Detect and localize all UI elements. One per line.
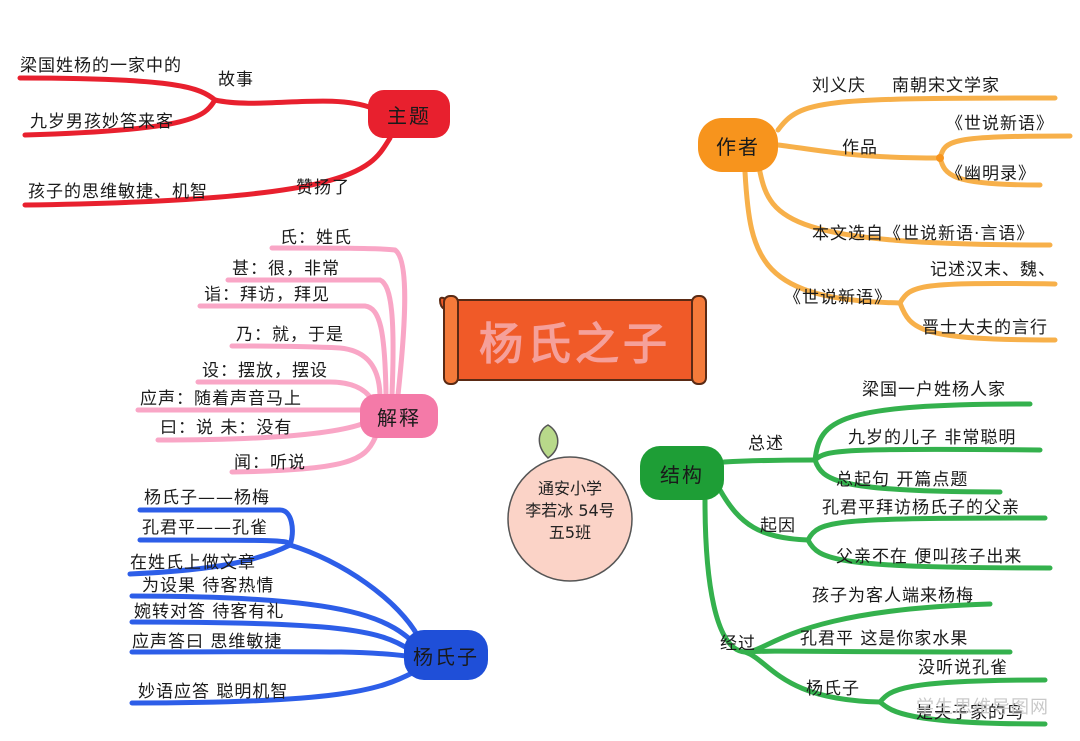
structure-group-label: 起因 <box>760 516 796 536</box>
author-joint-dot <box>936 154 944 162</box>
explain-item: 曰：说 未：没有 <box>160 418 293 438</box>
author-node: 作者 <box>698 118 778 172</box>
author-work-item: 《幽明录》 <box>946 164 1036 184</box>
structure-group-label: 总述 <box>748 434 784 454</box>
explain-item: 闻：听说 <box>234 453 306 473</box>
yang-pair: 孔君平——孔雀 <box>142 518 268 538</box>
class-text: 五5班 <box>548 523 592 542</box>
structure-item: 孩子为客人端来杨梅 <box>812 586 974 606</box>
theme-branch-lines <box>17 75 393 208</box>
theme-sub-praise: 赞扬了 <box>296 178 350 198</box>
author-book-desc: 记述汉末、魏、 <box>930 260 1056 280</box>
structure-item: 总起句 开篇点题 <box>836 470 969 490</box>
theme-story-item: 梁国姓杨的一家中的 <box>20 56 182 76</box>
author-book-label: 《世说新语》 <box>784 288 892 308</box>
explain-item: 甚：很，非常 <box>232 259 340 279</box>
author-branch-lines <box>742 95 1073 343</box>
watermark-text: 学生思维导图网 <box>916 697 1049 718</box>
author-info-note: 通安小学 李若冰 54号 五5班 <box>505 478 635 544</box>
author-works-label: 作品 <box>842 138 878 158</box>
structure-branch-lines <box>702 401 1053 727</box>
yang-trait: 婉转对答 待客有礼 <box>134 602 285 622</box>
explain-item: 设：摆放，摆设 <box>202 361 328 381</box>
page-title: 杨氏之子 <box>479 319 671 370</box>
title-scroll-shape <box>438 295 707 385</box>
author-source: 本文选自《世说新语·言语》 <box>812 224 1035 244</box>
yang-pun: 在姓氏上做文章 <box>130 553 256 573</box>
author-name-desc: 南朝宋文学家 <box>892 76 1000 96</box>
explain-item: 乃：就，于是 <box>236 325 344 345</box>
theme-story-item: 九岁男孩妙答来客 <box>30 112 174 132</box>
theme-praise-item: 孩子的思维敏捷、机智 <box>28 182 208 202</box>
explain-item: 应声：随着声音马上 <box>140 389 302 409</box>
structure-item: 孔君平拜访杨氏子的父亲 <box>822 498 1020 518</box>
structure-item: 父亲不在 便叫孩子出来 <box>836 547 1023 567</box>
yang-node: 杨氏子 <box>404 630 488 680</box>
yang-trait: 妙语应答 聪明机智 <box>138 682 289 702</box>
structure-sub-item: 是夫子家的鸟 <box>916 703 1024 723</box>
school-text: 通安小学 <box>537 479 602 498</box>
structure-item: 孔君平 这是你家水果 <box>800 629 969 649</box>
yang-pair: 杨氏子——杨梅 <box>144 488 270 508</box>
author-book-desc: 晋士大夫的言行 <box>922 318 1048 338</box>
theme-node: 主题 <box>368 90 450 138</box>
theme-sub-story: 故事 <box>218 70 254 90</box>
student-name-text: 李若冰 54号 <box>525 501 615 520</box>
explain-item: 氏：姓氏 <box>280 228 352 248</box>
explain-item: 诣：拜访，拜见 <box>204 285 330 305</box>
structure-item: 九岁的儿子 非常聪明 <box>848 428 1017 448</box>
yang-trait: 应声答曰 思维敏捷 <box>132 632 283 652</box>
structure-sub-label: 杨氏子 <box>806 679 860 699</box>
explain-branch-lines <box>135 245 408 475</box>
structure-item: 梁国一户姓杨人家 <box>862 380 1006 400</box>
explain-node: 解释 <box>360 394 438 438</box>
author-name: 刘义庆 <box>812 76 866 96</box>
author-work-item: 《世说新语》 <box>946 114 1054 134</box>
structure-node: 结构 <box>640 446 724 500</box>
structure-sub-item: 没听说孔雀 <box>918 658 1008 678</box>
structure-group-label: 经过 <box>720 634 756 654</box>
fruit-illustration <box>507 424 633 582</box>
yang-trait: 为设果 待客热情 <box>142 576 275 596</box>
